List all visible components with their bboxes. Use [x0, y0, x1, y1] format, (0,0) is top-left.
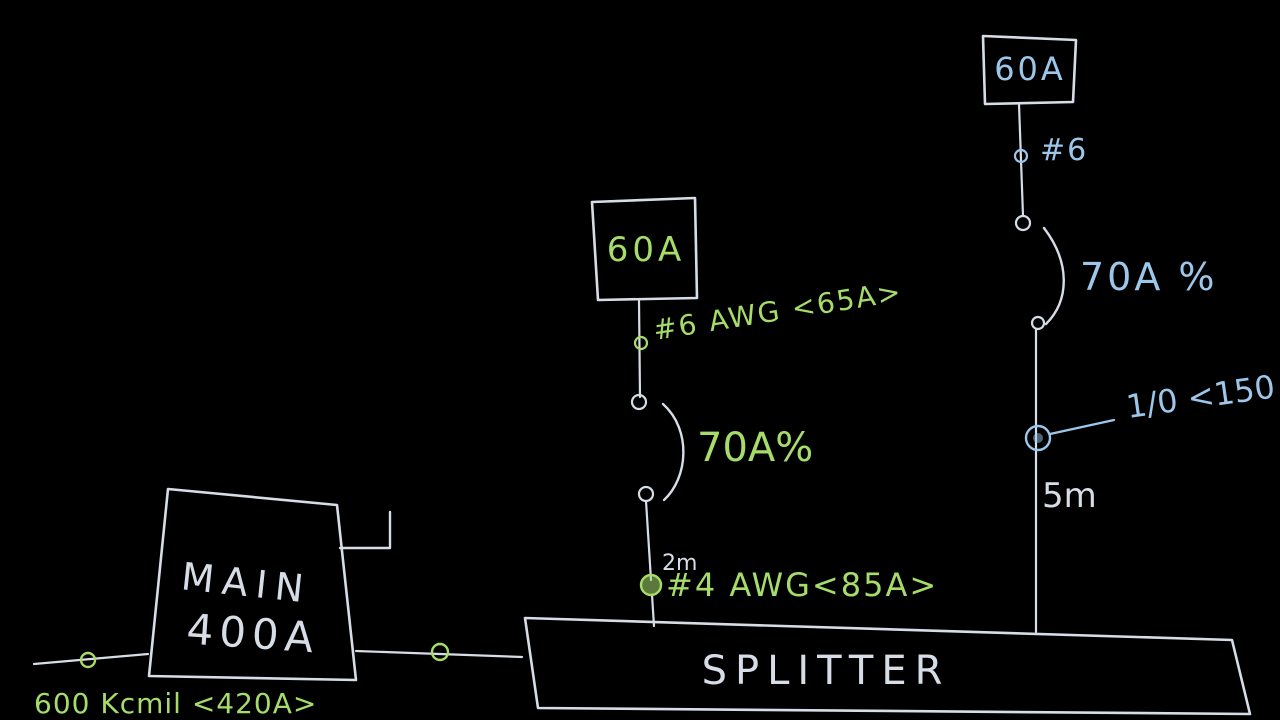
left-lower-wire-marker: [639, 573, 663, 597]
left-disconnect-label: 60A: [607, 230, 686, 270]
left-length-label: 2m: [662, 551, 697, 576]
left-upper-wire-marker: [633, 335, 649, 351]
right-breaker-label: 70A %: [1080, 255, 1218, 299]
main-panel: MAIN 400A: [147, 487, 392, 682]
splitter-conductor-marker: [430, 642, 450, 662]
main-panel-label-line2: 400A: [185, 604, 321, 662]
feeder-wire: 600 Kcmil <420A>: [32, 642, 524, 720]
splitter-label: SPLITTER: [702, 648, 951, 694]
left-branch: 60A #6 AWG <65A> 70A% 2m #4 AWG<85A>: [590, 196, 938, 628]
right-branch: 60A #6 70A % 1/0 <150 5m: [981, 34, 1277, 634]
right-upper-wire-marker: [1013, 148, 1029, 164]
feeder-conductor-marker: [79, 651, 97, 669]
right-disconnect-label: 60A: [994, 50, 1066, 88]
splitter: SPLITTER: [523, 616, 1252, 716]
right-breaker: [1014, 214, 1065, 331]
right-length-label: 5m: [1042, 476, 1097, 516]
left-breaker: [630, 393, 685, 503]
main-panel-label-line1: MAIN: [179, 554, 313, 611]
left-upper-wire-label: #6 AWG <65A>: [651, 275, 905, 347]
right-tap-connector: [1024, 418, 1116, 452]
left-breaker-label: 70A%: [697, 425, 813, 471]
right-upper-wire-label: #6: [1040, 133, 1088, 168]
right-tap-wire-label: 1/0 <150: [1124, 367, 1277, 425]
feeder-wire-label: 600 Kcmil <420A>: [34, 687, 317, 720]
left-lower-wire-label: #4 AWG<85A>: [666, 566, 938, 604]
